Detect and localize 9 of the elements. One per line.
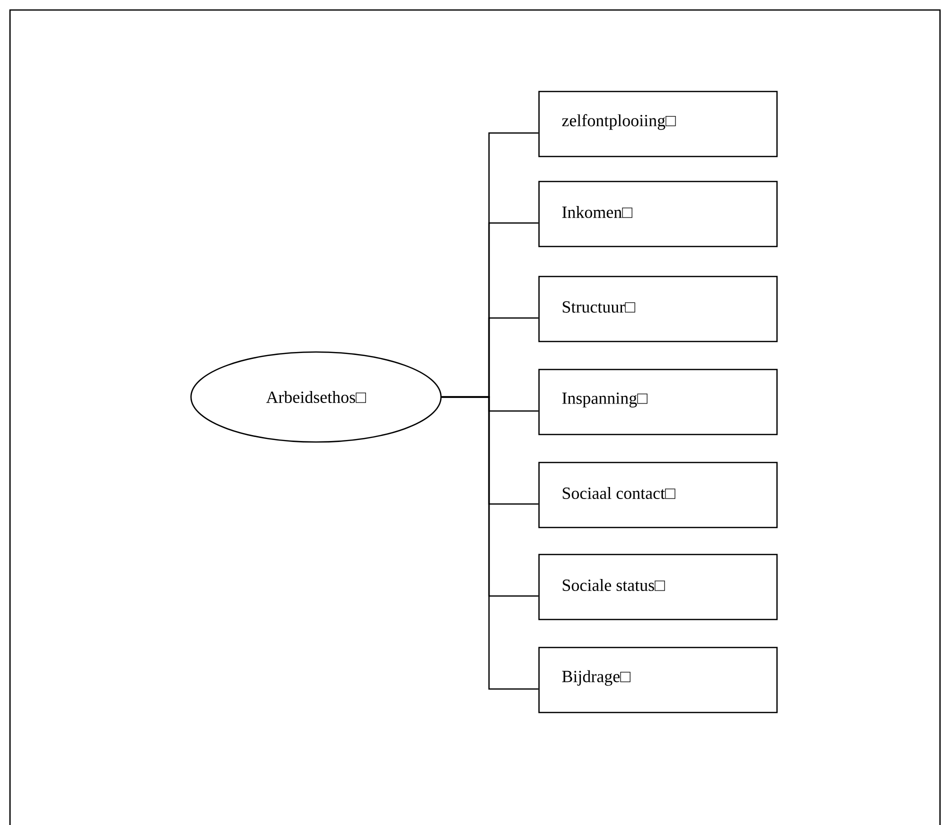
text-box: Structuur□ (538, 276, 778, 342)
text-box: Inspanning□ (538, 368, 778, 436)
connector-line (442, 396, 538, 690)
text-box: Sociale status□ (538, 554, 778, 620)
text-box: Inkomen□ (538, 180, 778, 248)
text-box: zelfontplooiing□ (538, 90, 778, 158)
ellipse-node: Arbeidsethos□ (190, 351, 442, 443)
text-box: Sociaal contact□ (538, 462, 778, 528)
text-box: Bijdrage□ (538, 646, 778, 714)
